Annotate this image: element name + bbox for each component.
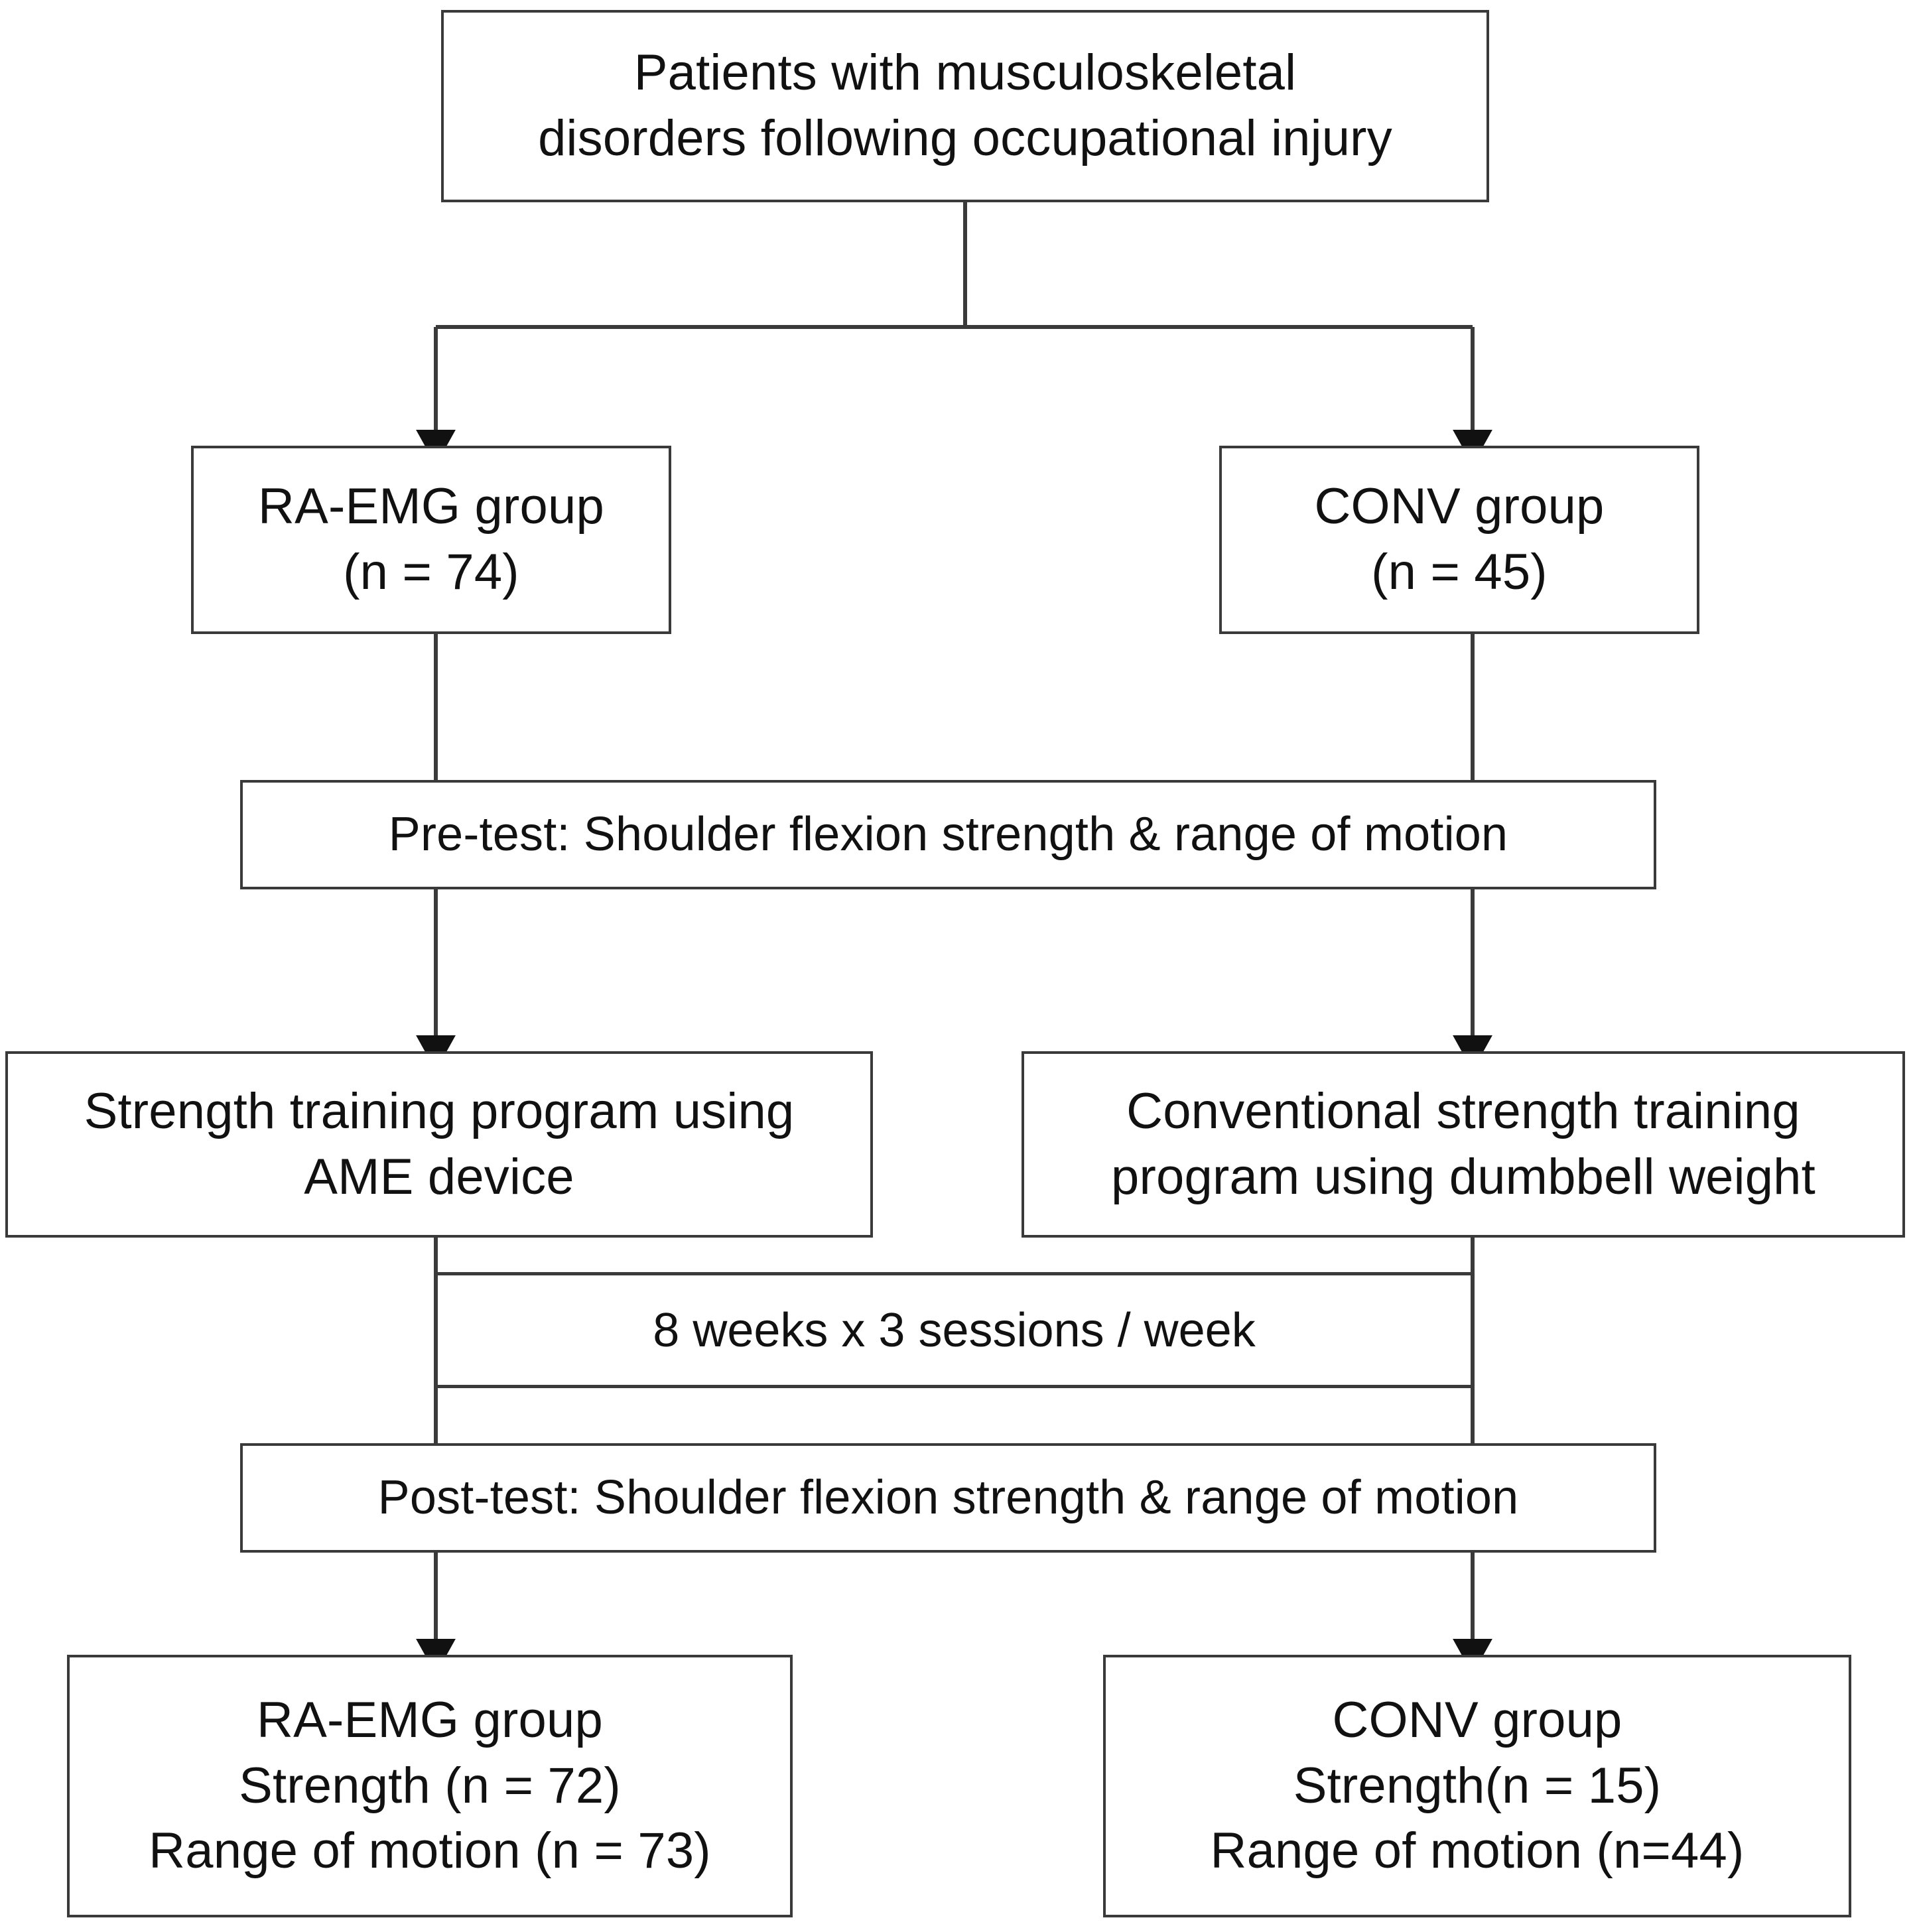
node-intervention-conv-line-2: program using dumbbell weight (1111, 1148, 1816, 1205)
node-result-conv: CONV group Strength(n = 15) Range of mot… (1103, 1655, 1851, 1917)
node-posttest: Post-test: Shoulder flexion strength & r… (240, 1443, 1656, 1553)
node-intervention-raemg-line-1: Strength training program using (84, 1082, 795, 1139)
node-group-raemg-line-2: (n = 74) (343, 544, 519, 600)
node-result-raemg-line-3: Range of motion (n = 73) (149, 1823, 711, 1880)
node-intervention-conv-line-1: Conventional strength training (1126, 1082, 1800, 1139)
node-population-line-1: Patients with musculoskeletal (633, 44, 1297, 101)
node-group-conv-line-1: CONV group (1314, 478, 1605, 535)
node-posttest-line-1: Post-test: Shoulder flexion strength & r… (377, 1470, 1519, 1524)
connector-posttest-to-results (416, 1552, 1492, 1675)
node-group-raemg: RA-EMG group (n = 74) (191, 446, 671, 634)
node-intervention-conv: Conventional strength training program u… (1022, 1051, 1905, 1238)
node-result-conv-line-2: Strength(n = 15) (1293, 1757, 1662, 1814)
node-pretest: Pre-test: Shoulder flexion strength & ra… (240, 780, 1656, 889)
connector-pretest-to-interventions (416, 889, 1492, 1071)
node-intervention-raemg: Strength training program using AME devi… (5, 1051, 873, 1238)
node-pretest-line-1: Pre-test: Shoulder flexion strength & ra… (388, 807, 1508, 861)
node-result-conv-line-1: CONV group (1332, 1691, 1622, 1748)
node-result-raemg-line-2: Strength (n = 72) (239, 1757, 621, 1814)
node-result-conv-line-3: Range of motion (n=44) (1210, 1823, 1745, 1880)
connector-groups-to-pretest (434, 633, 1475, 781)
node-intervention-raemg-line-2: AME device (304, 1148, 574, 1205)
node-population: Patients with musculoskeletal disorders … (441, 10, 1489, 202)
node-result-raemg: RA-EMG group Strength (n = 72) Range of … (67, 1655, 793, 1917)
node-group-conv: CONV group (n = 45) (1219, 446, 1699, 634)
node-group-raemg-line-1: RA-EMG group (258, 478, 604, 535)
node-duration-band: 8 weeks x 3 sessions / week (436, 1272, 1473, 1388)
node-population-line-2: disorders following occupational injury (538, 110, 1392, 166)
node-result-raemg-line-1: RA-EMG group (257, 1691, 603, 1748)
node-group-conv-line-2: (n = 45) (1371, 544, 1548, 600)
connector-population-to-split (416, 199, 1492, 466)
node-duration-band-line-1: 8 weeks x 3 sessions / week (653, 1303, 1256, 1357)
